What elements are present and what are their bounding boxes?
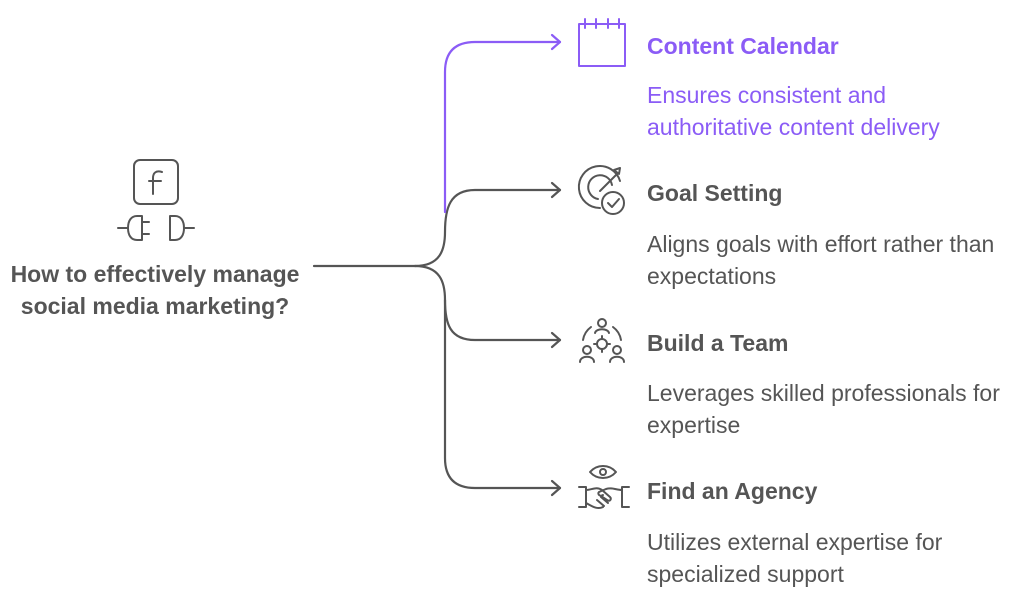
- branch-title-build-team: Build a Team: [647, 330, 789, 356]
- branch-title-find-agency: Find an Agency: [647, 478, 818, 504]
- branch-desc-content-calendar: Ensures consistent and authoritative con…: [647, 82, 940, 140]
- connector-goal-setting: [413, 188, 562, 268]
- arrowhead-find-agency: [550, 479, 562, 497]
- branch-title-goal-setting: Goal Setting: [647, 180, 783, 206]
- connector-find-agency: [443, 298, 562, 490]
- facebook-plug-icon: [117, 159, 195, 241]
- arrowhead-build-team: [550, 331, 562, 349]
- connector-build-team: [413, 264, 562, 342]
- branch-title-content-calendar: Content Calendar: [647, 33, 839, 59]
- handshake-eye-icon: [578, 465, 630, 510]
- branch-desc-find-agency: Utilizes external expertise for speciali…: [647, 529, 943, 587]
- team-gear-icon: [579, 318, 625, 363]
- arrowhead-content-calendar: [550, 33, 562, 51]
- branch-desc-build-team: Leverages skilled professionals for expe…: [647, 380, 1000, 438]
- arrowhead-goal-setting: [550, 181, 562, 199]
- target-check-icon: [577, 165, 625, 215]
- connector-content-calendar: [443, 40, 562, 214]
- calendar-icon: [578, 18, 626, 67]
- root-question: How to effectively manage social media m…: [10, 261, 300, 319]
- branch-desc-goal-setting: Aligns goals with effort rather than exp…: [647, 231, 995, 289]
